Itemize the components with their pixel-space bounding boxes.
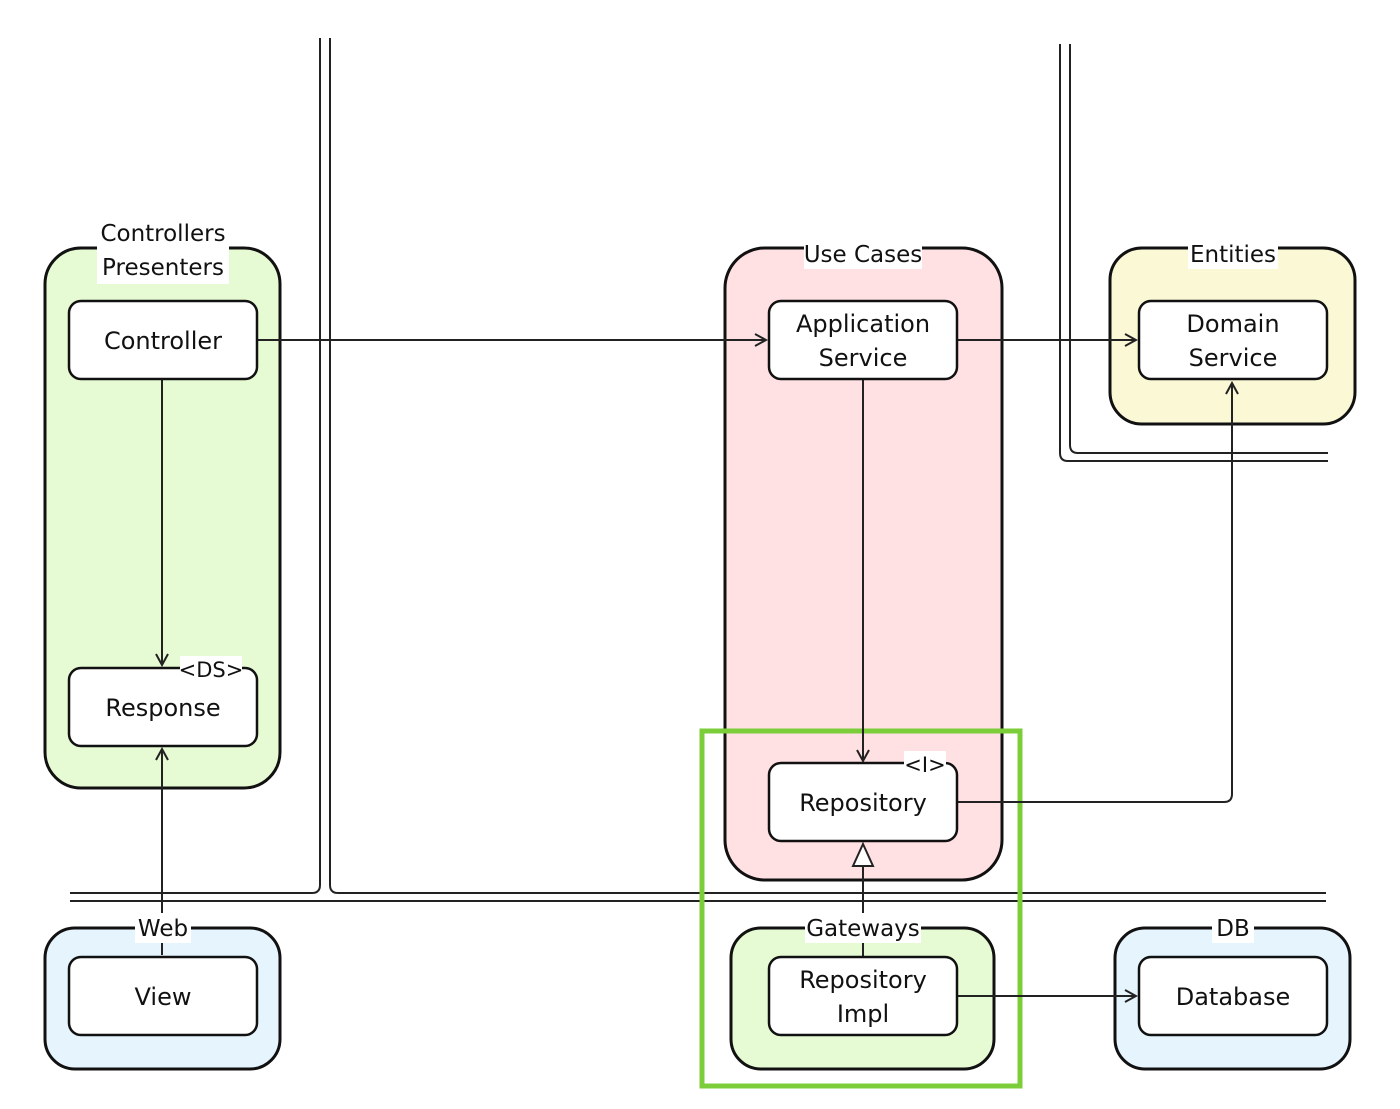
boundary-lines <box>70 38 1328 902</box>
stereotype-ds: <DS> <box>179 658 244 682</box>
node-controller <box>67 299 259 381</box>
group-title-presenters: Presenters <box>102 255 224 281</box>
node-label-service: Service <box>819 344 908 372</box>
node-label-view: View <box>135 983 192 1011</box>
node-label-database: Database <box>1176 983 1291 1011</box>
node-repository-impl <box>767 955 959 1037</box>
node-label-application: Application <box>796 310 930 338</box>
highlight-frame <box>699 728 1023 1089</box>
node-label-controller: Controller <box>104 327 222 355</box>
edge-repository-to-domainservice <box>958 383 1232 803</box>
group-title-db: DB <box>1216 916 1250 942</box>
edges <box>162 340 1232 996</box>
group-title-web: Web <box>138 916 188 942</box>
node-label-domain: Domain <box>1186 310 1279 338</box>
node-response <box>67 666 259 748</box>
group-title-controllers: Controllers <box>100 221 225 247</box>
stereotype-interface: <I> <box>904 753 945 777</box>
group-title-use-cases: Use Cases <box>804 242 923 268</box>
title-backgrounds <box>97 218 1278 943</box>
node-label-domain-service: Service <box>1189 344 1278 372</box>
node-view <box>67 955 259 1037</box>
node-database <box>1137 955 1329 1037</box>
group-title-gateways: Gateways <box>806 916 920 942</box>
node-label-repository: Repository <box>799 789 927 817</box>
node-label-response: Response <box>105 694 220 722</box>
realization-arrowhead <box>851 841 875 867</box>
nodes <box>67 299 1329 1037</box>
node-domain-service <box>1137 299 1329 381</box>
group-title-entities: Entities <box>1190 242 1276 268</box>
node-repository <box>767 761 959 843</box>
node-label-repository-impl-2: Impl <box>837 1000 889 1028</box>
node-application-service <box>767 299 959 381</box>
node-label-repository-impl-1: Repository <box>799 966 927 994</box>
